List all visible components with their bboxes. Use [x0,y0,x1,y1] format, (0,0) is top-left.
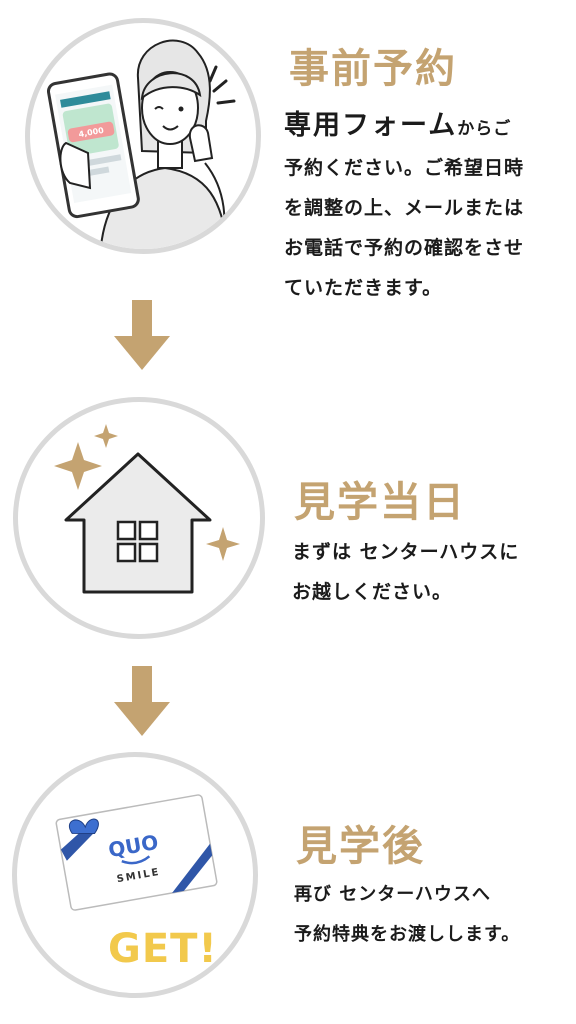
step3-description: 再び センターハウスへ 予約特典をお渡しします。 [294,875,572,955]
phone-amount: 4,000 [78,126,105,139]
step2-line-2: お越しください。 [292,581,453,603]
step2-illustration [13,397,265,639]
step1-line-3: お電話で予約の確認をさせ [284,237,525,259]
house-icon [54,424,240,594]
booking-form-link[interactable]: 専用フォーム [284,110,458,141]
step1-line-2: を調整の上、メールまたは [284,197,525,219]
get-text: GET! [108,926,218,972]
step1-illustration: 4,000 [25,18,261,254]
step1-line-4: ていただきます。 [284,277,443,299]
step1-lead-tail: からご [457,119,512,139]
quo-card-illustration: QUO SMILE [55,794,218,911]
step2-line-1: まずは センターハウスに [292,541,520,563]
step1-description: 専用フォームからご 予約ください。ご希望日時 を調整の上、メールまたは お電話で… [284,104,570,308]
step1-title: 事前予約 [289,46,457,92]
step1-line-1: 予約ください。ご希望日時 [284,157,525,179]
step3-illustration: QUO SMILE [12,752,258,998]
step3-line-2: 予約特典をお渡しします。 [294,924,521,945]
woman-phone-illustration: 4,000 [46,39,236,249]
step3-title: 見学後 [296,822,425,870]
step3-line-1: 再び センターハウスへ [294,884,491,905]
step2-title: 見学当日 [294,478,466,526]
arrow-down-icon [114,300,170,370]
arrow-down-icon [114,666,170,736]
step2-description: まずは センターハウスに お越しください。 [292,532,572,612]
